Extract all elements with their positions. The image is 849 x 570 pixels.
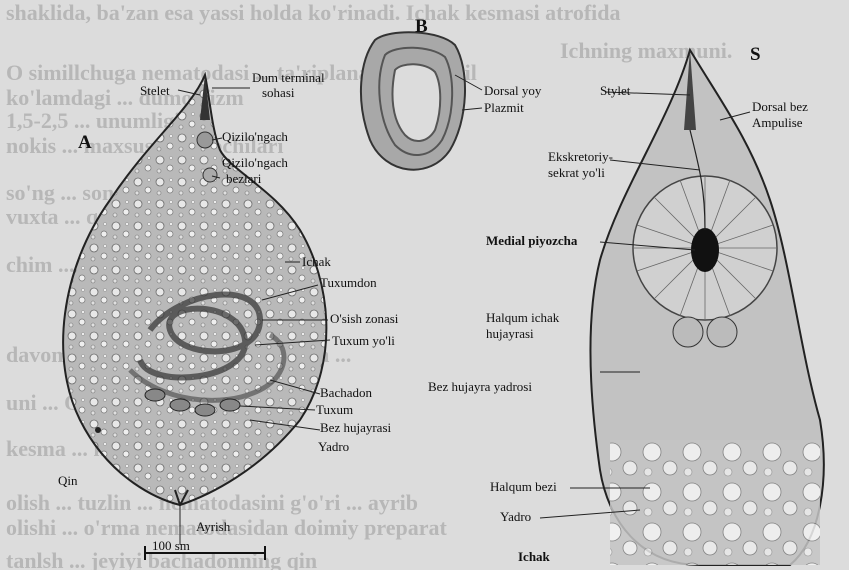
label-ichak-a: Ichak	[302, 255, 331, 269]
label-yadro-a: Yadro	[318, 440, 349, 454]
medial-valve	[691, 228, 719, 272]
scale-label: 100 sm	[152, 538, 190, 554]
label-ayrish: Ayrish	[196, 520, 230, 534]
label-sohasi: sohasi	[262, 86, 295, 100]
label-dorsal-yoy: Dorsal yoy	[484, 84, 541, 98]
label-ichak-s: Ichak	[518, 550, 550, 564]
label-halqum-ichak: Halqum ichak	[486, 311, 559, 325]
label-yadro-s: Yadro	[500, 510, 531, 524]
label-dorsal-bez: Dorsal bez	[752, 100, 808, 114]
label-qin: Qin	[58, 474, 78, 488]
label-stelet: Stelet	[140, 84, 170, 98]
label-tuxum-yoli: Tuxum yo'li	[332, 334, 395, 348]
label-tuxum: Tuxum	[316, 403, 353, 417]
label-sekrat-yoli: sekrat yo'li	[548, 166, 605, 180]
label-bez-hujayrasi: Bez hujayrasi	[320, 421, 391, 435]
label-qizilongach: Qizilo'ngach	[222, 130, 288, 144]
label-osish-zonasi: O'sish zonasi	[330, 312, 398, 326]
figure-b-cross-section	[361, 32, 465, 169]
label-ekskretoriy: Ekskretoriy-	[548, 150, 613, 164]
label-dum-terminal: Dum terminal	[252, 71, 325, 85]
label-plazmit: Plazmit	[484, 101, 524, 115]
label-ampulise: Ampulise	[752, 116, 803, 130]
panel-label-s: S	[750, 48, 761, 62]
label-halqum-bezi: Halqum bezi	[490, 480, 557, 494]
label-bachadon: Bachadon	[320, 386, 372, 400]
label-qizilongach-bezlari: Qizilo'ngach	[222, 156, 288, 170]
label-medial-piyozcha: Medial piyozcha	[486, 234, 577, 248]
label-bez-hujayra-yadrosi: Bez hujayra yadrosi	[428, 380, 532, 394]
panel-label-b: B	[415, 20, 428, 34]
label-halqum-ichak-hujayrasi: hujayrasi	[486, 327, 534, 341]
panel-label-a: A	[78, 136, 92, 150]
label-tuxumdon: Tuxumdon	[320, 276, 377, 290]
label-bezlari: bezlari	[226, 172, 261, 186]
label-stylet: Stylet	[600, 84, 630, 98]
